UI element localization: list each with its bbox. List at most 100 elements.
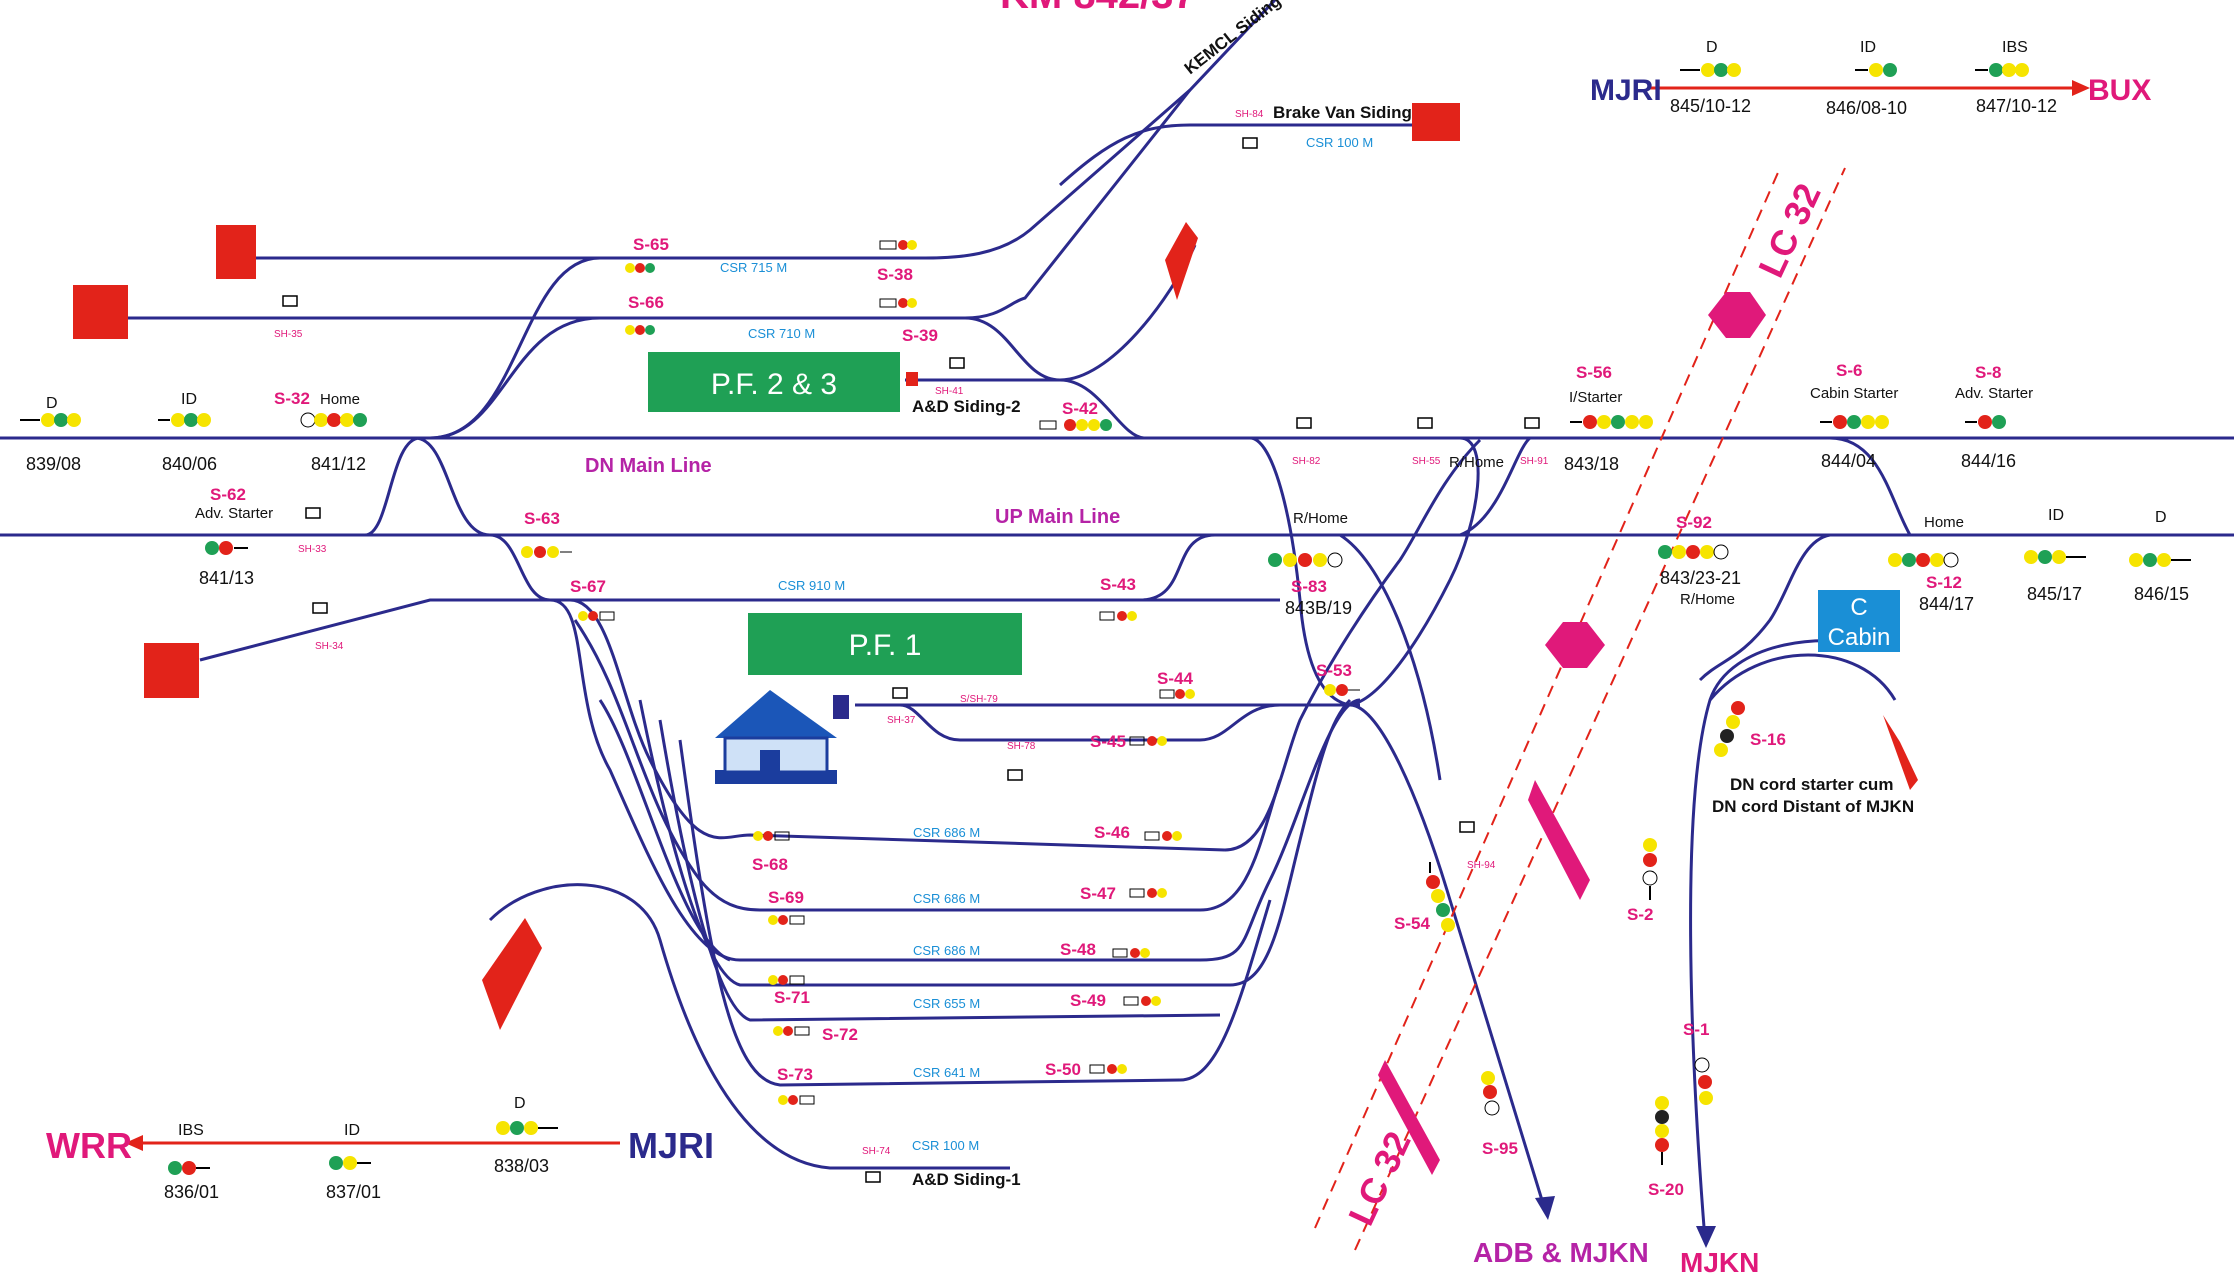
track-s72: [658, 719, 1221, 1022]
track-s73: [678, 739, 1181, 1087]
signal-lamp-up-id: [2024, 550, 2086, 564]
track-right-fan-1: [1224, 438, 1482, 852]
signal-lamp-s71: [768, 975, 805, 985]
dn-sig-type-id: ID: [181, 391, 197, 408]
track-lower-arc: [488, 883, 1010, 1170]
signal-lamp-s92: [1658, 544, 1729, 560]
dn-cord-line1: DN cord starter cum: [1730, 775, 1893, 794]
shunt-sh94: SH-94: [1467, 860, 1496, 871]
bottom-sig-km-ibs: 836/01: [164, 1182, 219, 1202]
sig-s45: S-45: [1090, 732, 1126, 751]
signal-lamp-d-top: [1680, 63, 1741, 77]
shunt-sh91: SH-91: [1520, 456, 1549, 467]
shunt-sh78-icon: [1007, 769, 1023, 781]
platform-pf1: [748, 613, 1022, 675]
track-cabin-up: [1698, 533, 1831, 682]
c-cabin-line2: Cabin: [1828, 624, 1891, 651]
track-sh-91-cross: [1459, 436, 1532, 537]
track-s68: [569, 598, 1226, 852]
shunt-sh91-icon: [1524, 417, 1540, 429]
track-s45: [960, 703, 1281, 742]
signal-lamp-s67: [578, 611, 615, 621]
stop-block-s65: [216, 225, 256, 279]
sig-s6: S-6: [1836, 361, 1862, 380]
bottom-sig-km-id: 837/01: [326, 1182, 381, 1202]
track-main-yard: [549, 598, 1361, 962]
signal-lamp-dn-id: [158, 413, 211, 427]
signal-lamp-s50: [1089, 1064, 1127, 1074]
sig-s44: S-44: [1157, 669, 1193, 688]
signal-lamp-s63: [521, 546, 572, 558]
sig-s63: S-63: [524, 509, 560, 528]
csr-s66: CSR 710 M: [748, 326, 815, 341]
signal-lamp-s72: [773, 1026, 810, 1036]
shunt-sh55-icon: [1417, 417, 1433, 429]
track-right-fan-3: [1229, 698, 1352, 987]
top-sig-type-ibs: IBS: [2002, 39, 2028, 56]
top-sig-km-id: 846/08-10: [1826, 98, 1907, 118]
dn-sig-type-d: D: [46, 395, 58, 412]
sig-s12: S-12: [1926, 573, 1962, 592]
signal-lamp-s8: [1965, 415, 2006, 429]
sig-s47: S-47: [1080, 884, 1116, 903]
shunt-sh33: SH-33: [298, 544, 327, 555]
ad1-siding-label: A&D Siding-1: [912, 1170, 1021, 1189]
dn-km-5: 844/04: [1821, 451, 1876, 471]
csr-s48: CSR 686 M: [913, 943, 980, 958]
stop-block-diag-left: [482, 918, 542, 1030]
sig-s12-km: 844/17: [1919, 594, 1974, 614]
signal-lamp-s83: [1268, 552, 1343, 568]
signal-lamp-s43: [1099, 611, 1137, 621]
wrr-arrowhead: [125, 1135, 143, 1151]
lc32-crossing: LC 32 LC 32: [1314, 167, 1846, 1251]
track-rhome-dn: [1349, 436, 1480, 707]
shunt-sh37: SH-37: [887, 715, 916, 726]
csr-s65: CSR 715 M: [720, 260, 787, 275]
signal-lamp-s20: [1655, 1096, 1669, 1165]
xover-left-1: [364, 436, 421, 537]
track-brake-van-connect: [1058, 123, 1191, 187]
sig-s83-km: 843B/19: [1285, 598, 1352, 618]
brake-van-csr: CSR 100 M: [1306, 135, 1373, 150]
sig-s83: S-83: [1291, 577, 1327, 596]
sig-s66: S-66: [628, 293, 664, 312]
signal-lamp-s68: [753, 831, 790, 841]
csr-s67: CSR 910 M: [778, 578, 845, 593]
station-mjri-top: MJRI: [1590, 74, 1662, 107]
signal-lamp-ibs-top: [1975, 63, 2029, 77]
platform-pf23-label: P.F. 2 & 3: [711, 368, 837, 401]
sig-s50: S-50: [1045, 1060, 1081, 1079]
up-right-d: D: [2155, 509, 2167, 526]
csr-s50: CSR 641 M: [913, 1065, 980, 1080]
shunt-sh94-icon: [1459, 821, 1475, 833]
lc-barrier-1: [1528, 780, 1590, 900]
dn-rhome: R/Home: [1449, 454, 1504, 471]
dn-km-3: 841/12: [311, 454, 366, 474]
shunt-sh35: SH-35: [274, 329, 303, 340]
up-right-home: Home: [1924, 514, 1964, 531]
signal-lamp-s12: [1888, 552, 1959, 568]
track-s67: [489, 533, 1280, 602]
dn-main-line-label: DN Main Line: [585, 455, 712, 477]
signal-lamp-d-bottom: [496, 1121, 558, 1135]
sig-s56-desc: I/Starter: [1569, 389, 1622, 406]
up-main-line-label: UP Main Line: [995, 506, 1120, 528]
shunt-sh41-icon: [949, 357, 965, 369]
c-cabin-box: [1818, 590, 1900, 652]
track-s43-up: [1139, 533, 1216, 602]
shunt-sh82: SH-82: [1292, 456, 1321, 467]
csr-s49: CSR 655 M: [913, 996, 980, 1011]
station-bux: BUX: [2088, 74, 2151, 107]
adb-arrowhead: [1535, 1196, 1555, 1220]
shunt-sh82-icon: [1296, 417, 1312, 429]
sig-s92-rhome: R/Home: [1680, 591, 1735, 608]
signal-lamp-s56: [1570, 415, 1653, 429]
shunt-sh74: SH-74: [862, 1146, 891, 1157]
sig-s6-desc: Cabin Starter: [1810, 385, 1898, 402]
ad1-csr: CSR 100 M: [912, 1138, 979, 1153]
signal-lamp-s49: [1123, 996, 1161, 1006]
top-sig-type-d: D: [1706, 39, 1718, 56]
station-mjri-bottom: MJRI: [628, 1125, 714, 1166]
signal-lamp-s38: [879, 240, 917, 250]
